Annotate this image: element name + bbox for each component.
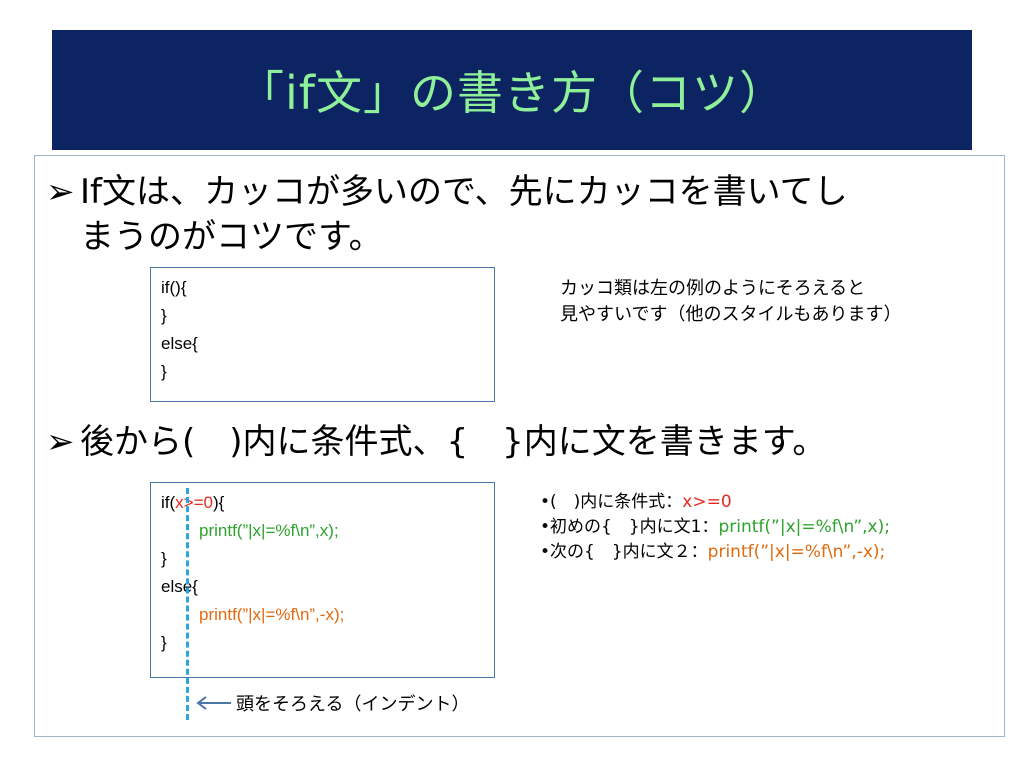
- bullet-2-text: 後から( )内に条件式、{ }内に文を書きます。: [80, 422, 827, 462]
- code-line-stmt-false: printf(”|x|=%f\n”,-x);: [161, 601, 494, 629]
- bullet-arrow-icon: ➢: [46, 172, 75, 212]
- left-arrow-icon: [196, 696, 231, 710]
- code-line-stmt-true: printf(”|x|=%f\n”,x);: [161, 517, 494, 545]
- indent-guide-line: [186, 488, 189, 720]
- title-bar: 「if文」の書き方（コツ）: [52, 30, 972, 150]
- statement-false-text: printf(”|x|=%f\n”,-x);: [199, 605, 345, 624]
- code-line-if: if(x>=0){: [161, 493, 225, 512]
- tip-note-line-1: カッコ類は左の例のようにそろえると: [560, 278, 866, 299]
- bullet-2: ➢後から( )内に条件式、{ }内に文を書きます。: [46, 420, 826, 465]
- code-line: if(){: [161, 278, 187, 297]
- syntax-note-stmt1: •初めの{ }内に文1：printf(”|x|=%f\n”,x);: [540, 517, 890, 537]
- bullet-1: ➢If文は、カッコが多いので、先にカッコを書いてし まうのがコツです。: [46, 170, 848, 260]
- syntax-notes: •( )内に条件式：x>=0 •初めの{ }内に文1：printf(”|x|=%…: [540, 490, 890, 565]
- code-line: }: [161, 306, 167, 325]
- bullet-1-line-1: If文は、カッコが多いので、先にカッコを書いてし: [80, 172, 848, 212]
- code-box-skeleton: if(){ } else{ }: [150, 267, 495, 402]
- tip-note-line-2: 見やすいです（他のスタイルもあります）: [560, 304, 902, 325]
- tip-note: カッコ類は左の例のようにそろえると 見やすいです（他のスタイルもあります）: [560, 276, 901, 328]
- code-box-example: if(x>=0){ printf(”|x|=%f\n”,x); } else{ …: [150, 482, 495, 678]
- syntax-note-condition: •( )内に条件式：x>=0: [540, 492, 732, 512]
- bullet-1-line-2: まうのがコツです。: [80, 217, 383, 257]
- code-line-close: }: [161, 549, 167, 568]
- indent-label: 頭をそろえる（インデント）: [236, 694, 470, 715]
- syntax-note-stmt2: •次の{ }内に文２：printf(”|x|=%f\n”,-x);: [540, 542, 886, 562]
- code-line-else: else{: [161, 577, 198, 596]
- condition-text: x>=0: [175, 493, 213, 512]
- slide-title: 「if文」の書き方（コツ）: [238, 66, 786, 120]
- code-line: else{: [161, 334, 198, 353]
- code-line-close: }: [161, 633, 167, 652]
- code-line: }: [161, 362, 167, 381]
- bullet-arrow-icon: ➢: [46, 422, 75, 462]
- statement-true-text: printf(”|x|=%f\n”,x);: [199, 521, 339, 540]
